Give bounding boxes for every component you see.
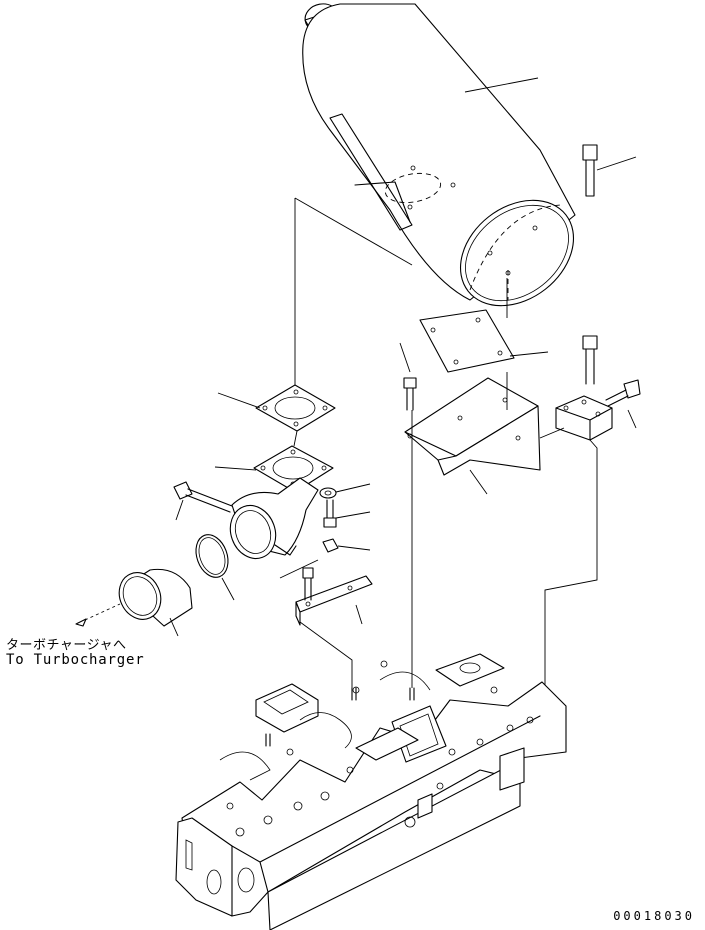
drawing-number: 00018030 — [613, 909, 695, 923]
spacer-block — [555, 395, 613, 441]
gasket-upper — [217, 384, 336, 432]
exhaust-elbow — [229, 477, 319, 560]
gasket-lower — [214, 445, 334, 493]
heat-shield-plate — [419, 309, 549, 373]
cylinder-head — [175, 653, 567, 930]
bolt-elbow-left — [173, 481, 233, 521]
support-bar — [279, 559, 373, 626]
bolt-vertical-right — [582, 335, 598, 385]
small-fasteners — [319, 483, 371, 553]
bolt-horizontal-right — [605, 379, 641, 429]
o-ring — [195, 534, 235, 601]
turbocharger-annotation-en: To Turbocharger — [6, 652, 145, 668]
bolt-bracket — [399, 342, 417, 411]
turbocharger-annotation-jp: ターボチャージャへ — [6, 638, 127, 653]
connector-pipe — [75, 568, 193, 637]
bolt-top-right — [582, 144, 637, 197]
mounting-bracket — [404, 377, 541, 495]
muffler — [302, 3, 576, 307]
